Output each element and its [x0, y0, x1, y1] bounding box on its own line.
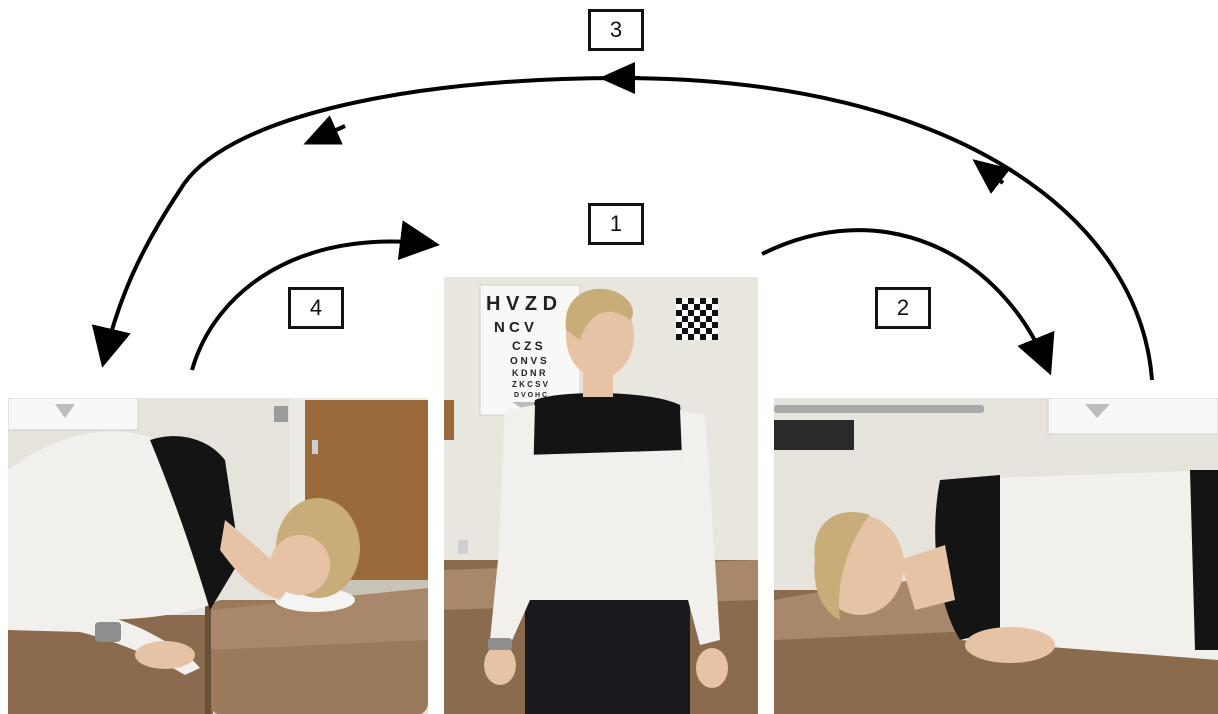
chart-row-7: D V O H C — [514, 392, 547, 399]
arrow-step-3-mid-left — [303, 115, 346, 145]
chart-row-2: N C V — [494, 319, 534, 336]
photo-left-side-lying-face-down — [8, 398, 428, 714]
arrow-step-4 — [190, 220, 440, 371]
step-3-box: 3 — [588, 9, 644, 51]
step-3-label: 3 — [609, 17, 623, 42]
photo-right-side-lying-head-turned — [774, 398, 1218, 714]
step-4-label: 4 — [309, 295, 323, 320]
arrow-step-3-mid-right — [972, 159, 1011, 194]
chart-row-5: K D N R — [512, 368, 546, 378]
step-1-label: 1 — [609, 211, 623, 236]
chart-row-3: C Z S — [512, 339, 543, 353]
chart-row-1: H V Z D — [486, 293, 557, 315]
step-2-box: 2 — [875, 287, 931, 329]
step-4-box: 4 — [288, 287, 344, 329]
step-1-box: 1 — [588, 203, 644, 245]
photo-center-seated-upright: H V Z D N C V C Z S O N V S K D N R Z K … — [444, 277, 758, 714]
arrow-step-3 — [91, 75, 1154, 381]
chart-row-4: O N V S — [510, 356, 547, 367]
checkerboard — [676, 298, 718, 340]
chart-row-6: Z K C S V — [512, 380, 549, 389]
step-2-label: 2 — [896, 295, 910, 320]
arrow-step-2 — [761, 228, 1055, 376]
